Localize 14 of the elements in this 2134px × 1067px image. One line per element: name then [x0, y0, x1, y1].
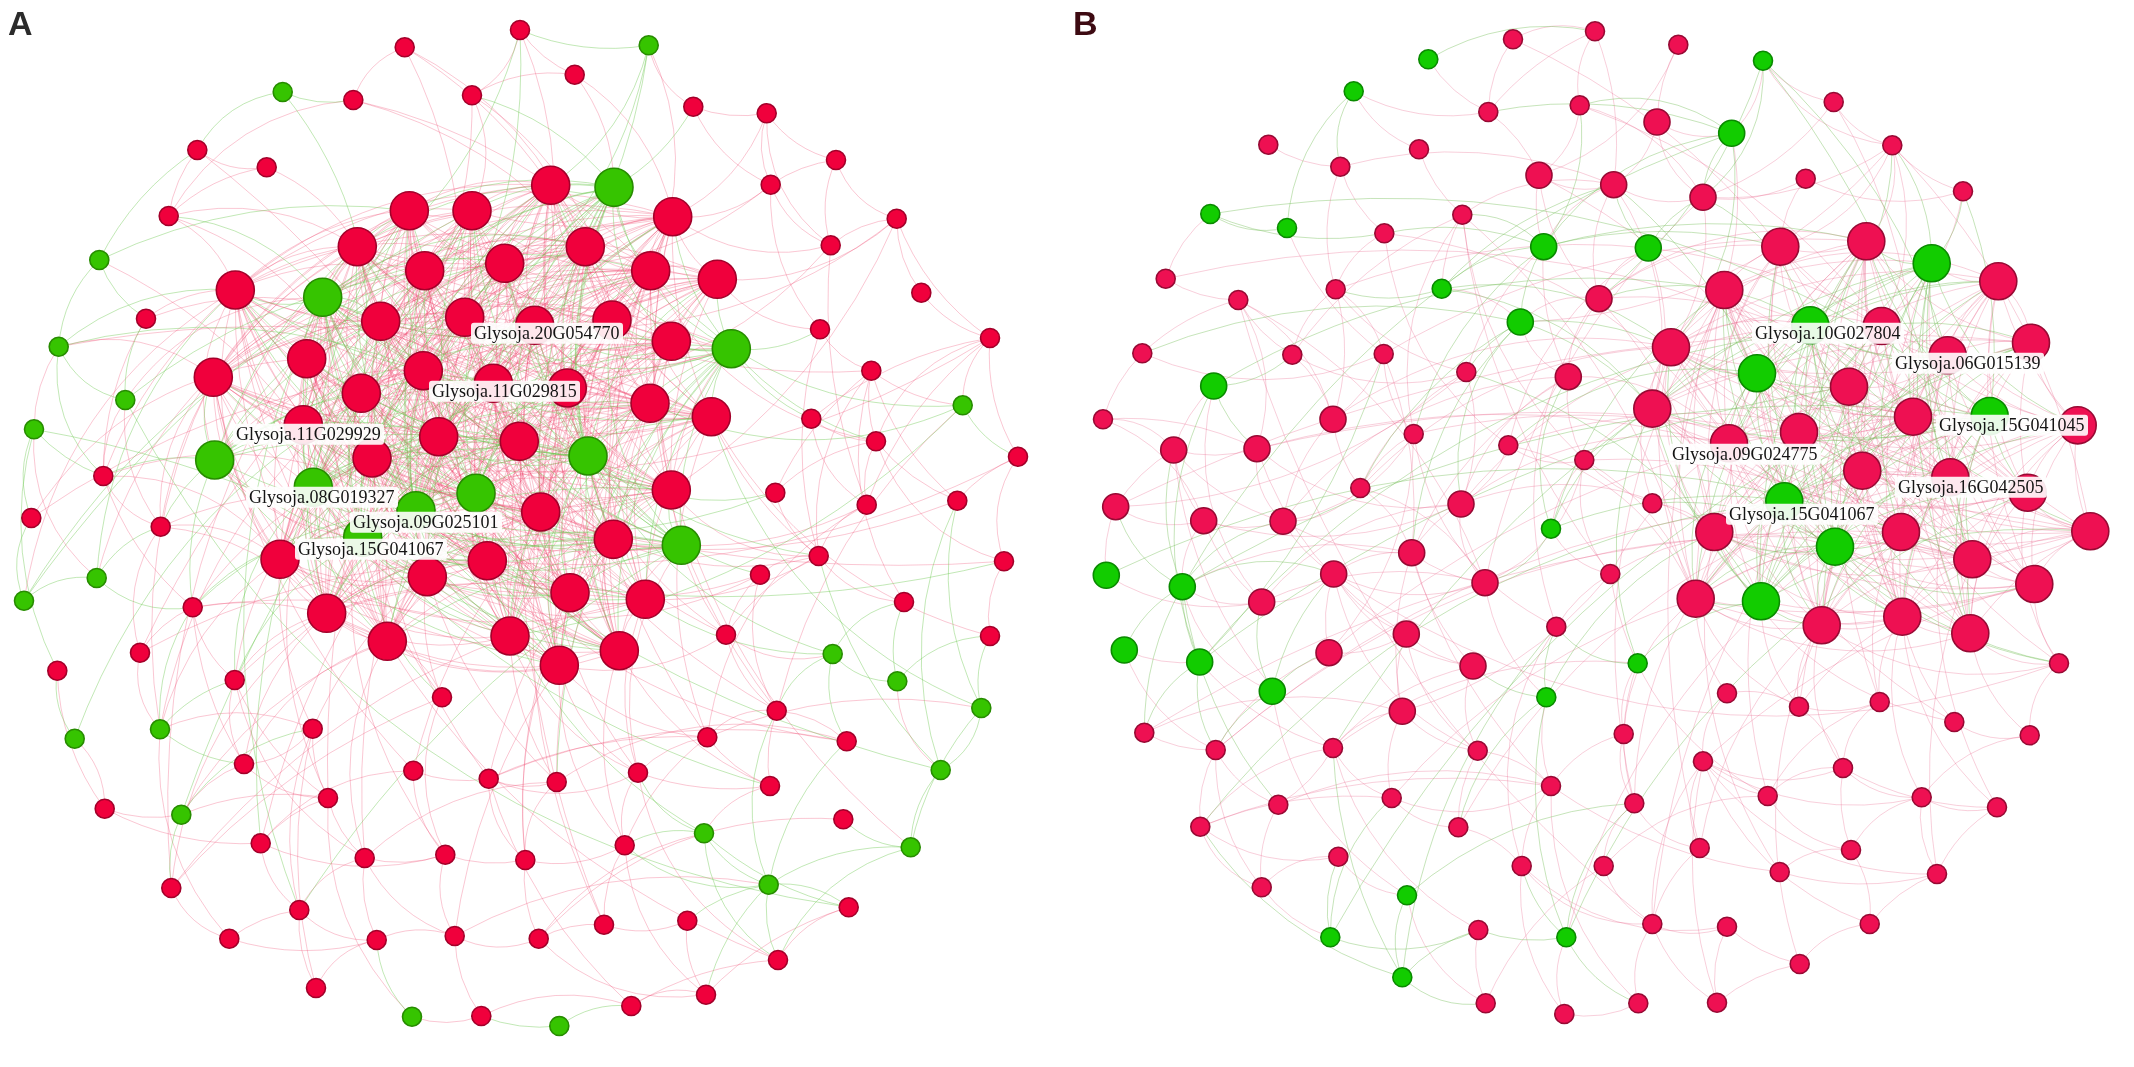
gene-label: Glysoja.16G042505 [1895, 476, 2047, 498]
gene-label: Glysoja.20G054770 [471, 322, 623, 344]
panel-letter: A [8, 6, 33, 40]
gene-label: Glysoja.08G019327 [246, 486, 398, 508]
gene-label: Glysoja.06G015139 [1892, 352, 2044, 374]
gene-label: Glysoja.10G027804 [1752, 322, 1904, 344]
gene-label: Glysoja.15G041067 [295, 538, 447, 560]
gene-label: Glysoja.15G041067 [1726, 503, 1878, 525]
gene-label: Glysoja.15G041045 [1936, 414, 2088, 436]
gene-label: Glysoja.11G029929 [233, 423, 384, 445]
gene-label: Glysoja.11G029815 [429, 380, 580, 402]
gene-label: Glysoja.09G025101 [350, 511, 502, 533]
gene-label: Glysoja.09G024775 [1669, 443, 1821, 465]
panel-letter: B [1073, 6, 1098, 40]
